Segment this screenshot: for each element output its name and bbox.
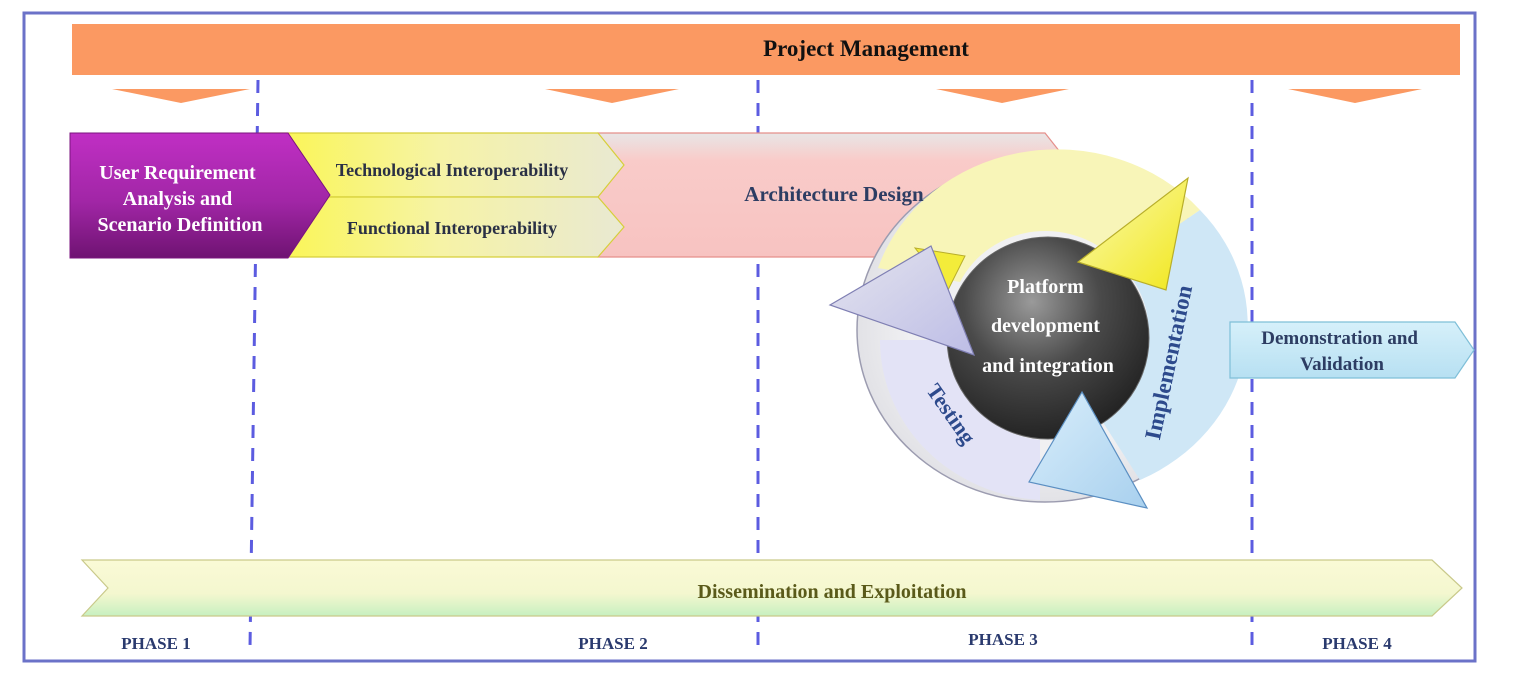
user-requirement-line: User Requirement: [99, 162, 256, 184]
architecture-design-label: Architecture Design: [744, 182, 924, 206]
down-arrow-icon: [112, 89, 250, 103]
down-arrow-icon: [545, 89, 679, 103]
user-requirement-label: User Requirement Analysis and Scenario D…: [98, 162, 263, 236]
phase-label-1: PHASE 1: [121, 634, 190, 653]
functional-interop-label: Functional Interoperability: [347, 218, 557, 238]
dissemination-label: Dissemination and Exploitation: [698, 581, 967, 603]
platform-line: and integration: [982, 355, 1114, 377]
down-arrow-icon: [1288, 89, 1422, 103]
phase-label-4: PHASE 4: [1322, 634, 1392, 653]
cycle-triangle-yellow-icon: [1076, 176, 1189, 291]
demonstration-line: Demonstration and: [1261, 328, 1418, 349]
project-management-bar: [72, 24, 1460, 75]
cycle-ring-lavender-segment: [879, 340, 1040, 500]
platform-development-label: Platform development and integration: [982, 276, 1114, 377]
cycle-triangle-lavender-icon: [828, 245, 976, 356]
user-requirement-arrow: [69, 132, 331, 259]
dissemination-arrow: [80, 559, 1463, 617]
cycle-triangle-blue-icon: [1028, 390, 1149, 509]
platform-line: Platform: [1007, 276, 1084, 298]
technological-interop-label: Technological Interoperability: [336, 160, 569, 180]
platform-line: development: [991, 315, 1100, 337]
project-management-title: Project Management: [763, 36, 969, 61]
demonstration-line: Validation: [1300, 354, 1384, 375]
demonstration-arrow: [1229, 321, 1475, 379]
demonstration-label: Demonstration and Validation: [1261, 328, 1423, 375]
phase-label-3: PHASE 3: [968, 630, 1037, 649]
user-requirement-line: Scenario Definition: [98, 214, 263, 236]
user-requirement-line: Analysis and: [123, 188, 233, 210]
phase-label-2: PHASE 2: [578, 634, 647, 653]
down-arrow-icon: [936, 89, 1069, 103]
